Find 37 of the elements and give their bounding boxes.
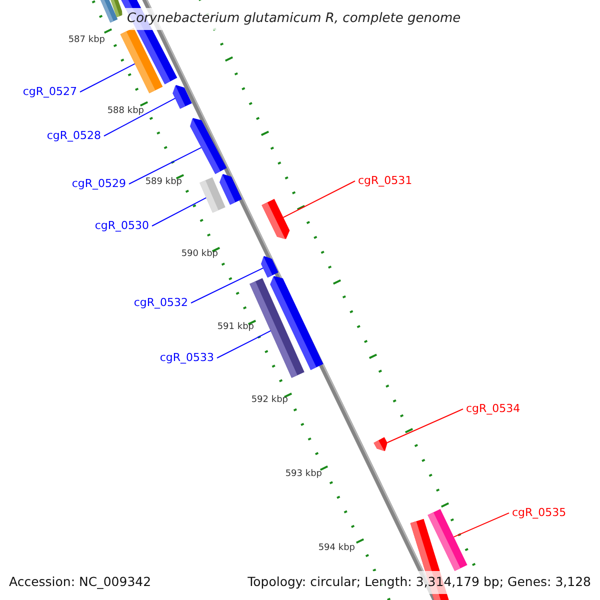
- position-label: 593 kbp: [285, 468, 322, 480]
- position-label: 590 kbp: [181, 248, 218, 260]
- gene-label: cgR_0532: [134, 295, 188, 311]
- position-label: 587 kbp: [68, 34, 105, 46]
- leader-line: [190, 268, 264, 304]
- gene-label: cgR_0531: [358, 173, 412, 189]
- gene-label: cgR_0527: [22, 84, 77, 100]
- genome-info: Accession: NC_009342: [9, 573, 152, 592]
- position-label: 592 kbp: [251, 394, 288, 406]
- gene-feature: [172, 85, 192, 109]
- gene-label: cgR_0534: [466, 401, 520, 417]
- gene-label: cgR_0535: [512, 505, 566, 521]
- gene-feature: [374, 437, 388, 452]
- genome-info: Topology: circular; Length: 3,314,179 bp; Genes: 3,128: [248, 573, 591, 592]
- gene-feature: [270, 276, 324, 370]
- gene-feature: [262, 198, 290, 240]
- leader-line: [104, 98, 176, 136]
- gene-label: cgR_0528: [46, 128, 101, 144]
- position-label: 591 kbp: [217, 321, 254, 333]
- gene-label: cgR_0529: [72, 176, 126, 192]
- leader-line: [453, 512, 510, 538]
- gene-feature: [110, 0, 124, 18]
- gene-feature: [261, 256, 278, 278]
- leader-line: [282, 180, 356, 218]
- position-label: 589 kbp: [145, 176, 182, 188]
- gene-feature: [428, 509, 468, 571]
- position-label: 594 kbp: [318, 542, 355, 554]
- leader-line: [216, 330, 272, 358]
- gene-label: cgR_0533: [160, 350, 214, 366]
- gene-feature: [220, 174, 242, 205]
- gene-feature: [190, 118, 227, 174]
- leader-line: [386, 408, 464, 444]
- leader-line: [152, 197, 207, 226]
- leader-line: [128, 147, 202, 184]
- gene-feature: [120, 28, 163, 94]
- position-label: 588 kbp: [107, 105, 144, 117]
- gene-label: cgR_0530: [94, 218, 149, 234]
